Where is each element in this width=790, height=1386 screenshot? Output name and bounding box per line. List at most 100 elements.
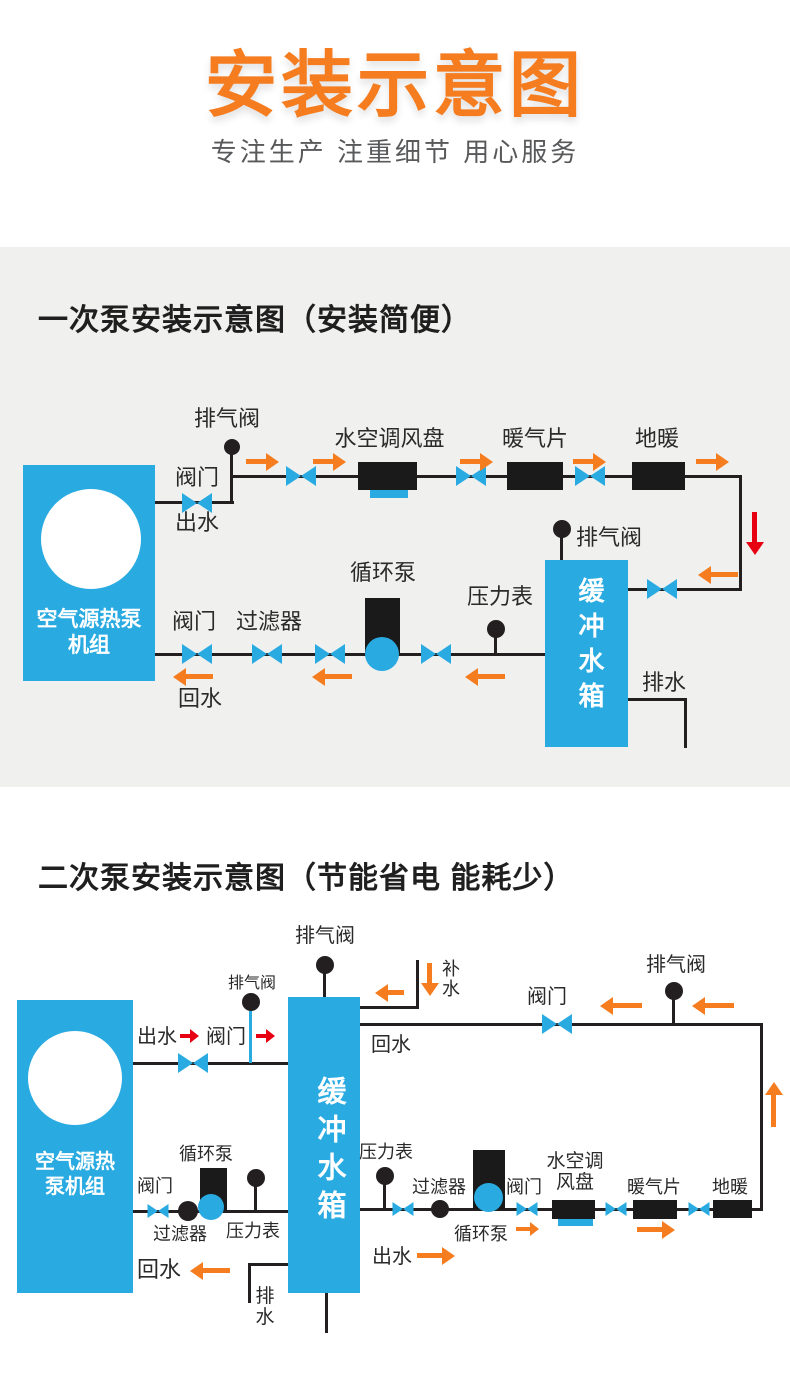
label-filter: 过滤器: [235, 609, 302, 634]
pipe-makeup-v: [416, 960, 419, 1009]
label-valve-return: 阀门: [171, 609, 216, 634]
pipe-to-tank: [628, 588, 742, 591]
label-pump-left: 循环泵: [179, 1144, 233, 1164]
label-pump: 循环泵: [454, 1224, 508, 1244]
label-drain: 排水: [641, 670, 686, 695]
heat-pump-unit-label: 空气源热泵机组: [35, 1151, 115, 1198]
radiator-box: [633, 1200, 677, 1219]
pipe-gauge-stem: [383, 1184, 386, 1209]
valve-icon: [147, 1204, 169, 1218]
valve-icon: [315, 644, 345, 664]
valve-icon: [182, 644, 212, 664]
valve-icon: [392, 1202, 414, 1216]
fan-coil-box: [552, 1200, 595, 1219]
pipe-right-drop: [760, 1023, 763, 1211]
flow-arrow-right-icon: [460, 459, 480, 464]
label-exhaust-valve: 排气阀: [193, 406, 260, 431]
exhaust-valve-dot-right: [665, 982, 683, 1000]
pipe-gauge-stem-left: [254, 1186, 257, 1211]
label-return-water-top: 回水: [371, 1034, 411, 1056]
pump-ball: [365, 637, 399, 671]
label-valve-mid: 阀门: [506, 1177, 542, 1197]
label-outlet-water: 出水: [137, 1026, 177, 1048]
valve-icon: [688, 1202, 710, 1216]
floor-heating-box: [713, 1200, 752, 1218]
flow-arrow-left-icon: [325, 674, 352, 679]
label-filter-left: 过滤器: [153, 1224, 207, 1244]
tank-exhaust-valve-dot: [553, 520, 571, 538]
buffer-tank-label: 缓冲水箱: [575, 577, 605, 717]
flow-arrow-right-icon: [573, 459, 593, 464]
filter-dot-left: [178, 1201, 198, 1221]
pipe-return: [155, 653, 545, 656]
section1-title: 一次泵安装示意图（安装简便）: [38, 304, 472, 337]
fan-coil-tray: [370, 490, 408, 498]
flow-arrow-right-icon: [313, 459, 333, 464]
pipe-tank-bottom-stem: [325, 1293, 328, 1333]
fan-coil-tray: [558, 1219, 593, 1226]
filter-dot: [431, 1200, 449, 1218]
label-return-water: 回水: [177, 686, 222, 711]
pipe-vent-stem-blue: [249, 1011, 252, 1063]
flow-arrow-right-icon: [417, 1253, 442, 1258]
heat-pump-unit-label: 空气源热泵机组: [36, 608, 142, 658]
valve-icon: [456, 466, 486, 486]
valve-icon: [178, 1053, 208, 1073]
pressure-gauge-dot: [487, 620, 505, 638]
exhaust-valve-dot: [224, 439, 240, 455]
secondary-pump-section: 二次泵安装示意图（节能省电 能耗少） 空气源热泵机组 缓冲水箱: [0, 840, 790, 1386]
buffer-tank-label: 缓冲水箱: [313, 1076, 345, 1228]
flow-arrow-right-icon: [256, 1034, 266, 1038]
label-pressure-gauge: 压力表: [466, 584, 533, 609]
label-outlet-bottom: 出水: [372, 1246, 412, 1268]
label-radiator: 暖气片: [501, 426, 568, 451]
flow-arrow-left-icon: [186, 674, 213, 679]
label-outlet-water: 出水: [174, 510, 219, 535]
floor-heating-box: [632, 462, 685, 490]
pipe-drain-h: [628, 698, 687, 701]
label-pressure-gauge: 压力表: [359, 1142, 413, 1162]
label-exhaust-valve-top: 排气阀: [295, 925, 355, 947]
flow-arrow-left-icon: [388, 990, 404, 995]
label-valve-left: 阀门: [137, 1176, 173, 1196]
label-filter: 过滤器: [412, 1177, 466, 1197]
pipe-drain-h: [250, 1263, 288, 1266]
pipe-vent-riser: [230, 447, 233, 503]
flow-arrow-down-icon: [752, 512, 757, 542]
label-fan-coil: 水空调风盘: [334, 426, 445, 451]
label-fan-coil: 水空调风盘: [546, 1151, 604, 1194]
flow-arrow-left-icon: [705, 1003, 734, 1008]
pipe-tank-vent-stem: [560, 529, 563, 560]
valve-icon: [182, 493, 212, 513]
filter-icon: [252, 644, 282, 664]
pump-ball-left: [198, 1194, 224, 1220]
valve-icon: [542, 1014, 572, 1034]
pump-ball: [474, 1183, 503, 1212]
fan-circle-icon: [41, 489, 141, 589]
pipe-right-drop: [739, 475, 742, 591]
page-title: 安装示意图: [204, 46, 585, 126]
flow-arrow-right-icon: [696, 459, 716, 464]
pipe-drain-v: [248, 1263, 251, 1303]
pipe-tank-vent-stem: [323, 965, 326, 997]
pressure-gauge-dot: [376, 1167, 394, 1185]
flow-arrow-right-icon: [180, 1034, 190, 1038]
makeup-arrow-down-icon: [427, 963, 432, 983]
flow-arrow-left-icon: [613, 1003, 642, 1008]
pipe-vent-right-stem: [672, 998, 675, 1024]
fan-circle-icon: [28, 1031, 122, 1125]
flow-arrow-right-icon: [516, 1227, 530, 1231]
buffer-tank: [545, 560, 628, 747]
label-exhaust-valve-left: 排气阀: [227, 975, 276, 992]
label-return-water-bottom: 回水: [136, 1257, 181, 1282]
radiator-box: [507, 462, 563, 490]
flow-arrow-up-icon: [771, 1095, 776, 1127]
section2-title: 二次泵安装示意图（节能省电 能耗少）: [38, 862, 575, 895]
label-valve-outlet: 阀门: [174, 465, 219, 490]
valve-icon: [647, 579, 677, 599]
valve-icon: [605, 1202, 627, 1216]
label-valve-outlet: 阀门: [206, 1026, 246, 1048]
flow-arrow-right-icon: [637, 1227, 662, 1232]
pipe-outlet: [133, 1062, 288, 1065]
